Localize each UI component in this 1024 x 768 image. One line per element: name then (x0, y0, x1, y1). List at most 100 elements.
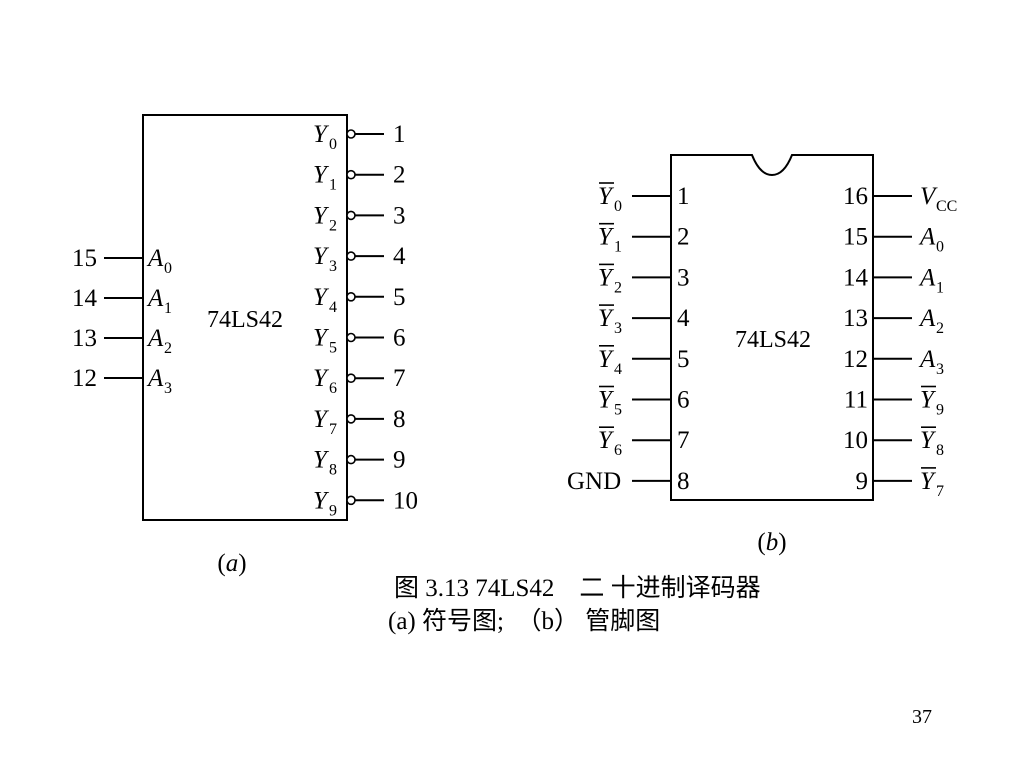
output-signal-y6-text: Y (313, 365, 330, 392)
output-pin-number-3: 3 (393, 202, 406, 229)
output-signal-y4-text: Y (313, 284, 330, 311)
inversion-bubble-7 (346, 373, 356, 384)
input-signal-a0-text: A (146, 245, 164, 272)
right-signal-a1-subscript: 1 (936, 279, 944, 296)
inversion-bubble-1 (346, 129, 356, 139)
figure-caption-line2: (a) 符号图; （b） 管脚图 (388, 608, 661, 635)
output-signal-y8-subscript: 8 (329, 462, 337, 479)
left-signal-y0-subscript: 0 (614, 198, 622, 215)
output-pin-number-9: 9 (393, 447, 406, 474)
left-signal-y4-subscript: 4 (614, 361, 622, 378)
right-signal-y7-text: Y (920, 468, 937, 495)
chip-label-b: 74LS42 (735, 327, 811, 353)
input-signal-a1-subscript: 1 (164, 300, 172, 317)
inversion-bubble-8 (346, 414, 356, 424)
input-pin-number-15: 15 (72, 245, 97, 272)
right-signal-a0-text: A (918, 224, 936, 251)
left-pin-number-5: 5 (677, 346, 690, 373)
chip-body-b (670, 154, 874, 501)
output-signal-y5-text: Y (313, 325, 330, 352)
right-pin-number-13: 13 (843, 305, 868, 332)
right-signal-y8-subscript: 8 (936, 442, 944, 459)
figure-caption-line1: 图 3.13 74LS42 二 十进制译码器 (394, 575, 761, 602)
output-pin-number-8: 8 (393, 406, 406, 433)
output-signal-y9-text: Y (313, 487, 330, 514)
output-signal-y3-subscript: 3 (329, 258, 337, 275)
input-signal-a2-text: A (146, 325, 164, 352)
caption-a: (a) (217, 550, 246, 577)
output-signal-y2-subscript: 2 (329, 217, 337, 234)
left-signal-gnd-text: GND (567, 468, 621, 495)
right-signal-y7-subscript: 7 (936, 483, 944, 500)
left-pin-number-7: 7 (677, 427, 690, 454)
caption-b: (b) (757, 529, 786, 556)
left-signal-y6-subscript: 6 (614, 442, 622, 459)
input-signal-a3-subscript: 3 (164, 380, 172, 397)
input-pin-number-14: 14 (72, 285, 98, 312)
right-signal-a3-text: A (918, 346, 936, 373)
output-signal-y1-subscript: 1 (329, 177, 337, 194)
input-pin-number-12: 12 (72, 365, 97, 392)
output-signal-y4-subscript: 4 (329, 299, 337, 316)
output-pin-number-2: 2 (393, 162, 406, 189)
output-signal-y5-subscript: 5 (329, 340, 337, 357)
output-signal-y8-text: Y (313, 447, 330, 474)
left-pin-number-1: 1 (677, 183, 690, 210)
input-signal-a3-text: A (146, 365, 164, 392)
output-signal-y6-subscript: 6 (329, 380, 337, 397)
input-signal-a0-subscript: 0 (164, 260, 172, 277)
output-signal-y7-subscript: 7 (329, 421, 337, 438)
input-signal-a2-subscript: 2 (164, 340, 172, 357)
output-pin-number-5: 5 (393, 284, 406, 311)
right-signal-y9-text: Y (920, 387, 937, 414)
right-signal-a0-subscript: 0 (936, 239, 944, 256)
left-signal-y1-subscript: 1 (614, 239, 622, 256)
left-signal-y2-text: Y (598, 264, 615, 291)
right-pin-number-9: 9 (856, 468, 869, 495)
right-signal-a3-subscript: 3 (936, 361, 944, 378)
output-signal-y3-text: Y (313, 243, 330, 270)
inversion-bubble-9 (346, 454, 356, 465)
left-signal-y6-text: Y (598, 427, 615, 454)
left-signal-y4-text: Y (598, 346, 615, 373)
left-signal-y1-text: Y (598, 224, 615, 251)
right-signal-vcc-subscript: CC (936, 198, 957, 215)
left-pin-number-4: 4 (677, 305, 690, 332)
output-pin-number-6: 6 (393, 325, 406, 352)
left-signal-gnd: GND (567, 468, 621, 495)
output-signal-y9-subscript: 9 (329, 502, 337, 519)
inversion-bubble-4 (346, 251, 356, 261)
output-signal-y1-text: Y (313, 162, 330, 189)
right-pin-number-16: 16 (843, 183, 868, 210)
right-pin-number-10: 10 (843, 427, 868, 454)
left-pin-number-6: 6 (677, 387, 690, 414)
left-pin-number-3: 3 (677, 264, 690, 291)
right-signal-a2-subscript: 2 (936, 320, 944, 337)
output-signal-y0-subscript: 0 (329, 136, 337, 153)
right-signal-y8-text: Y (920, 427, 937, 454)
output-signal-y7-text: Y (313, 406, 330, 433)
left-signal-y5-text: Y (598, 387, 615, 414)
inversion-bubble-10 (346, 495, 356, 506)
inversion-bubble-2 (346, 169, 356, 180)
